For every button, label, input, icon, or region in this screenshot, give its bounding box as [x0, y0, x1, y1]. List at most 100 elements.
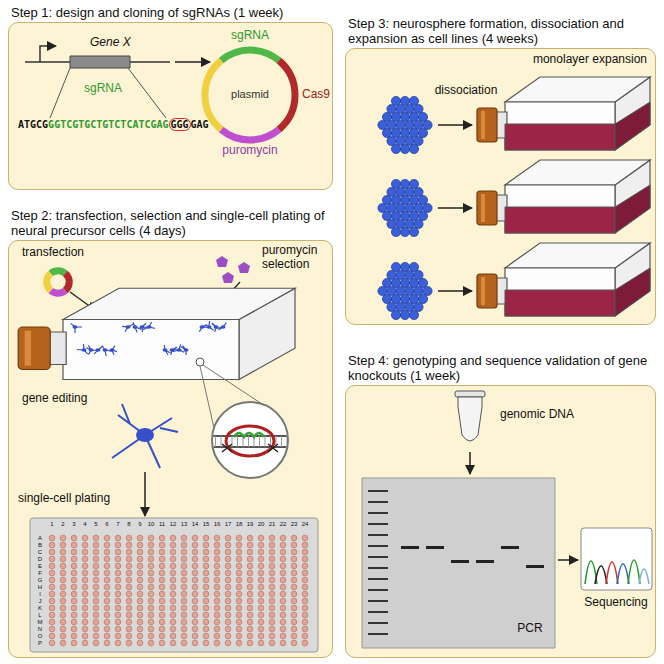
well-plate	[137, 626, 143, 632]
well-plate	[126, 640, 132, 646]
well-plate	[137, 619, 143, 625]
well-plate	[258, 556, 264, 562]
well-plate	[104, 633, 110, 639]
well-plate	[181, 612, 187, 618]
well-plate	[247, 556, 253, 562]
well-plate	[225, 584, 231, 590]
neuron	[112, 404, 178, 468]
well-plate	[82, 591, 88, 597]
well-plate	[104, 584, 110, 590]
well-plate	[93, 542, 99, 548]
editing-magnifier	[210, 436, 211, 447]
well-plate	[137, 535, 143, 541]
well-plate	[247, 598, 253, 604]
well-plate	[137, 612, 143, 618]
sgrna-label: sgRNA	[84, 82, 122, 96]
plate-column: 19	[247, 521, 254, 527]
well-plate	[82, 605, 88, 611]
well-plate	[104, 549, 110, 555]
plate-row: E	[38, 563, 42, 569]
well-plate	[247, 640, 253, 646]
plate-row: F	[38, 570, 42, 576]
gel-label: PCR	[517, 622, 542, 636]
well-plate	[104, 563, 110, 569]
well-plate	[49, 556, 55, 562]
well-plate	[247, 570, 253, 576]
pcr-gel	[526, 565, 544, 568]
step-panel: Step 1: design and cloning of sgRNAs (1 …	[8, 22, 333, 190]
well-plate	[236, 612, 242, 618]
well-plate	[60, 619, 66, 625]
well-plate	[192, 563, 198, 569]
pam-sequence: GGG	[169, 118, 191, 132]
plate-column: 13	[181, 521, 188, 527]
plate-column: 7	[116, 521, 119, 527]
well-plate	[71, 619, 77, 625]
well-plate	[82, 563, 88, 569]
well-plate	[225, 640, 231, 646]
neural-cells	[92, 346, 103, 354]
well-plate	[280, 591, 286, 597]
well-plate	[71, 549, 77, 555]
editing-magnifier	[281, 436, 282, 447]
well-plate	[181, 542, 187, 548]
well-plate	[170, 577, 176, 583]
well-plate	[170, 591, 176, 597]
well-plate	[280, 619, 286, 625]
well-plate	[192, 591, 198, 597]
well-plate	[192, 619, 198, 625]
neurospheres	[400, 227, 409, 236]
well-plate	[214, 605, 220, 611]
well-plate	[60, 633, 66, 639]
well-plate	[115, 577, 121, 583]
neural-cells	[71, 321, 227, 356]
plate-column: 23	[291, 521, 298, 527]
well-plate	[104, 640, 110, 646]
well-plate	[247, 633, 253, 639]
well-plate	[203, 535, 209, 541]
well-plate	[225, 598, 231, 604]
well-plate	[291, 577, 297, 583]
well-plate	[302, 563, 308, 569]
gene-diagram	[40, 46, 56, 62]
well-plate	[82, 619, 88, 625]
well-plate	[258, 549, 264, 555]
step-label: single-cell plating	[18, 492, 110, 506]
well-plate	[60, 542, 66, 548]
well-plate	[203, 640, 209, 646]
well-plate	[181, 605, 187, 611]
well-plate	[247, 535, 253, 541]
well-plate	[225, 605, 231, 611]
neural-cells	[214, 325, 219, 329]
well-plate	[181, 591, 187, 597]
well-plate	[60, 626, 66, 632]
pcr-gel	[368, 490, 388, 492]
well-plate	[49, 570, 55, 576]
culture-flask	[18, 288, 295, 379]
well-plate	[93, 626, 99, 632]
well-plate	[104, 626, 110, 632]
chromatogram	[595, 566, 607, 584]
well-plate	[291, 626, 297, 632]
well-plate	[71, 605, 77, 611]
well-plate	[148, 563, 154, 569]
culture-flask	[18, 288, 295, 379]
well-plate	[280, 570, 286, 576]
well-plate	[247, 542, 253, 548]
well-plate	[203, 591, 209, 597]
well-plate	[49, 626, 55, 632]
neural-cells	[77, 344, 88, 354]
step-label: puromycin selection	[262, 244, 334, 272]
pcr-gel	[368, 567, 388, 569]
well-plate	[247, 619, 253, 625]
well-plate	[60, 584, 66, 590]
well-plate	[302, 640, 308, 646]
well-plate	[280, 640, 286, 646]
well-plate	[203, 605, 209, 611]
well-plate	[104, 598, 110, 604]
well-plate	[115, 626, 121, 632]
well-plate	[258, 584, 264, 590]
well-plate	[82, 626, 88, 632]
well-plate	[280, 542, 286, 548]
